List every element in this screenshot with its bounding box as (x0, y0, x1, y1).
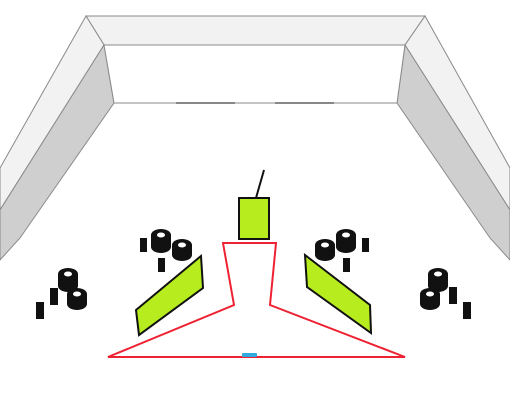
tire-stack-hole (321, 242, 329, 248)
arena-wall-top-left (0, 15, 105, 211)
start-marker (242, 353, 257, 357)
tire-stack-bottom (336, 241, 356, 253)
tire-stack-hole (178, 242, 186, 248)
green-block-right-ramp (303, 252, 373, 336)
obstacle-post (158, 258, 165, 272)
tire-stack (58, 268, 78, 292)
tire-stack (428, 268, 448, 292)
arena-walls (0, 15, 510, 261)
tire-stack-bottom (67, 298, 87, 310)
tire-stack-bottom (420, 298, 440, 310)
tire-stack-hole (426, 291, 434, 297)
obstacle-group-right (420, 268, 471, 319)
green-block-top (238, 197, 270, 240)
goal-outline (107, 242, 406, 358)
tire-stack-hole (73, 291, 81, 297)
arena-wall-back-face (103, 44, 406, 104)
obstacle-post (50, 288, 58, 305)
obstacle-post (362, 238, 369, 252)
tire-stack (67, 288, 87, 310)
obstacle-post (36, 302, 44, 319)
tire-stack-hole (434, 271, 442, 277)
tire-stack (315, 239, 335, 261)
tire-stack (172, 239, 192, 261)
obstacle-post (140, 238, 147, 252)
tire-stack-hole (157, 232, 165, 238)
obstacle-post (463, 302, 471, 319)
tire-stack-hole (64, 271, 72, 277)
tire-stack-bottom (172, 249, 192, 261)
obstacle-post (449, 287, 457, 304)
arena-wall-top-right (404, 15, 510, 211)
green-block-left-ramp (134, 253, 205, 337)
tire-stack (420, 288, 440, 310)
tire-stack (336, 229, 356, 253)
antenna (255, 169, 265, 199)
arena-wall-top-back (85, 15, 426, 46)
tire-stack-bottom (151, 241, 171, 253)
obstacle-group-left (36, 268, 87, 319)
obstacle-group-right-inner (315, 229, 369, 272)
obstacle-post (343, 258, 350, 272)
tire-stack (151, 229, 171, 253)
obstacle-group-left-inner (140, 229, 192, 272)
tire-stack-hole (342, 232, 350, 238)
tire-stack-bottom (315, 249, 335, 261)
